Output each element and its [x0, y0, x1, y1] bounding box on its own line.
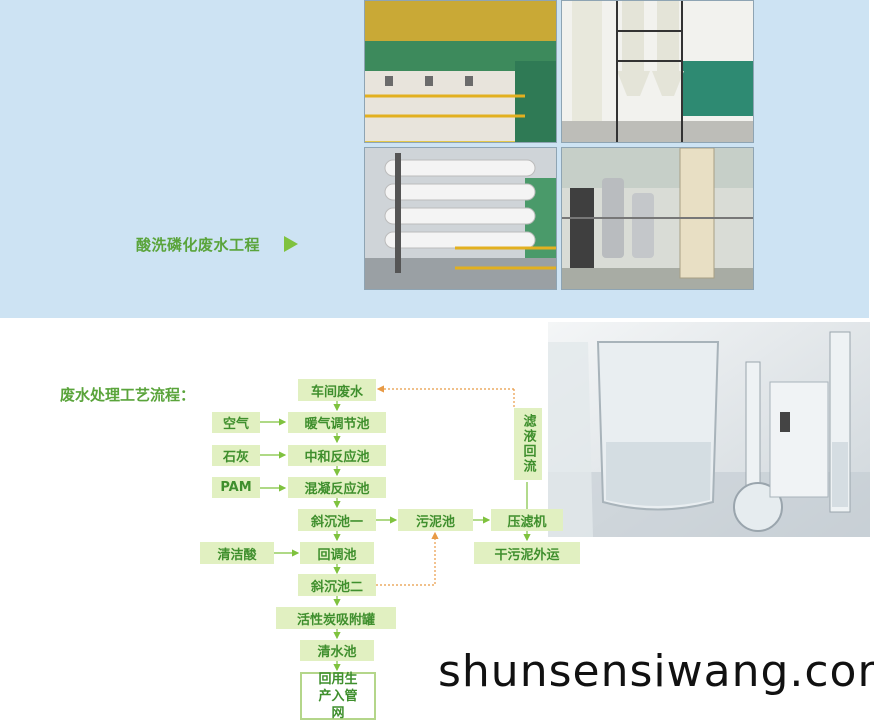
inclined-tank-2-box: 斜沉池二: [298, 574, 376, 596]
dry-sludge-box: 干污泥外运: [474, 542, 580, 564]
reuse-label: 回用生产入管网: [318, 671, 358, 721]
air-box: 空气: [212, 412, 260, 433]
process-title: 废水处理工艺流程：: [60, 386, 196, 404]
reuse-box: 回用生产入管网: [300, 671, 376, 721]
lime-box: 石灰: [212, 445, 260, 466]
lab-glassware-photo: [548, 322, 870, 537]
equipment-photo-tanks: [364, 0, 557, 143]
clean-acid-box: 清洁酸: [200, 542, 274, 564]
sludge-tank-box: 污泥池: [398, 509, 473, 531]
coagulation-tank-box: 混凝反应池: [288, 477, 386, 498]
equipment-photo-membranes: [364, 147, 557, 290]
play-arrow-icon: [284, 236, 298, 252]
inclined-tank-1-box: 斜沉池一: [298, 509, 376, 531]
equipment-photo-towers: [561, 0, 754, 143]
equipment-photo-filters: [561, 147, 754, 290]
adjustment-tank-box: 回调池: [300, 542, 374, 564]
project-title: 酸洗磷化废水工程: [136, 236, 261, 254]
pam-box: PAM: [212, 477, 260, 498]
aeration-tank-box: 暖气调节池: [288, 412, 386, 433]
filter-press-box: 压滤机: [491, 509, 563, 531]
workshop-wastewater-box: 车间废水: [298, 379, 376, 401]
carbon-tank-box: 活性炭吸附罐: [276, 607, 396, 629]
return-line: [376, 531, 439, 586]
watermark-text: shunsensiwang.com: [438, 646, 874, 697]
clear-water-tank-box: 清水池: [300, 640, 374, 661]
neutralization-tank-box: 中和反应池: [288, 445, 386, 466]
filtrate-return-box: 滤液回流: [514, 408, 542, 480]
